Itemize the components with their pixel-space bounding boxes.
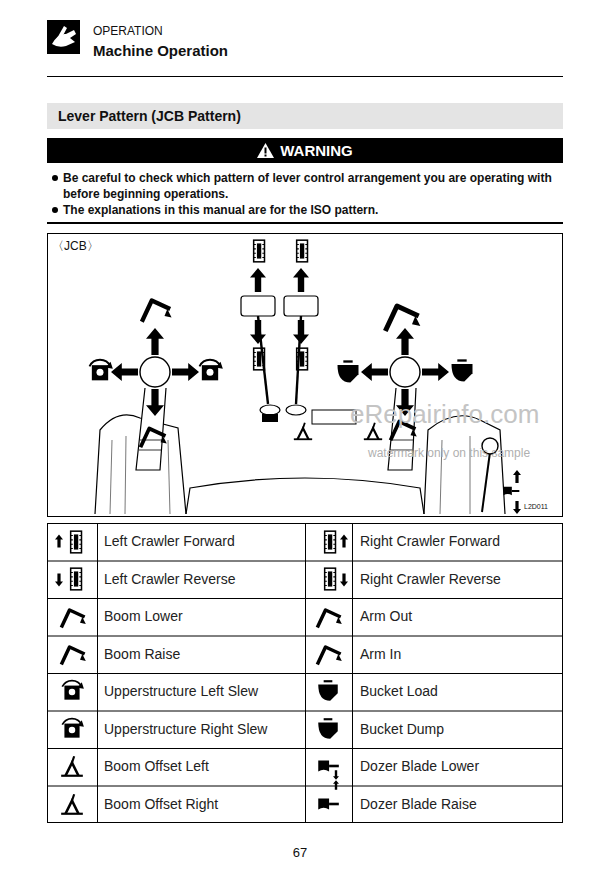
page-number: 67 bbox=[280, 845, 320, 861]
table-cell: Right Crawler Reverse bbox=[360, 561, 558, 599]
table-cell: Dozer Blade Lower bbox=[360, 748, 558, 786]
figure-code: L2D011 bbox=[524, 503, 548, 512]
page-title: Machine Operation bbox=[93, 42, 228, 61]
table-cell: Boom Raise bbox=[104, 636, 300, 674]
section-heading: Lever Pattern (JCB Pattern) bbox=[58, 108, 241, 124]
section-label: OPERATION bbox=[93, 24, 163, 39]
pattern-label: 〈JCB〉 bbox=[52, 239, 99, 254]
table-cell: Left Crawler Reverse bbox=[104, 561, 300, 599]
warning-text: WARNING bbox=[280, 142, 353, 159]
table-cell: Bucket Load bbox=[360, 673, 558, 711]
warning-note: The explanations in this manual are for … bbox=[63, 202, 561, 218]
table-cell: Arm In bbox=[360, 636, 558, 674]
warning-note: Be careful to check which pattern of lev… bbox=[63, 170, 561, 202]
table-cell: Dozer Blade Raise bbox=[360, 786, 558, 824]
table-cell: Upperstructure Right Slew bbox=[104, 711, 300, 749]
table-cell: Upperstructure Left Slew bbox=[104, 673, 300, 711]
warning-triangle bbox=[257, 143, 274, 158]
table-cell: Bucket Dump bbox=[360, 711, 558, 749]
section-band: Lever Pattern (JCB Pattern) bbox=[47, 103, 563, 129]
table-cell: Boom Offset Left bbox=[104, 748, 300, 786]
table-cell: Arm Out bbox=[360, 598, 558, 636]
warning-bar: WARNING bbox=[47, 138, 563, 163]
watermark: watermark only on this sample bbox=[368, 446, 530, 461]
table-cell: Boom Lower bbox=[104, 598, 300, 636]
table-cell: Right Crawler Forward bbox=[360, 523, 558, 561]
table-cell: Boom Offset Right bbox=[104, 786, 300, 824]
table-cell: Left Crawler Forward bbox=[104, 523, 300, 561]
watermark: eRepairinfo.com bbox=[350, 398, 539, 431]
